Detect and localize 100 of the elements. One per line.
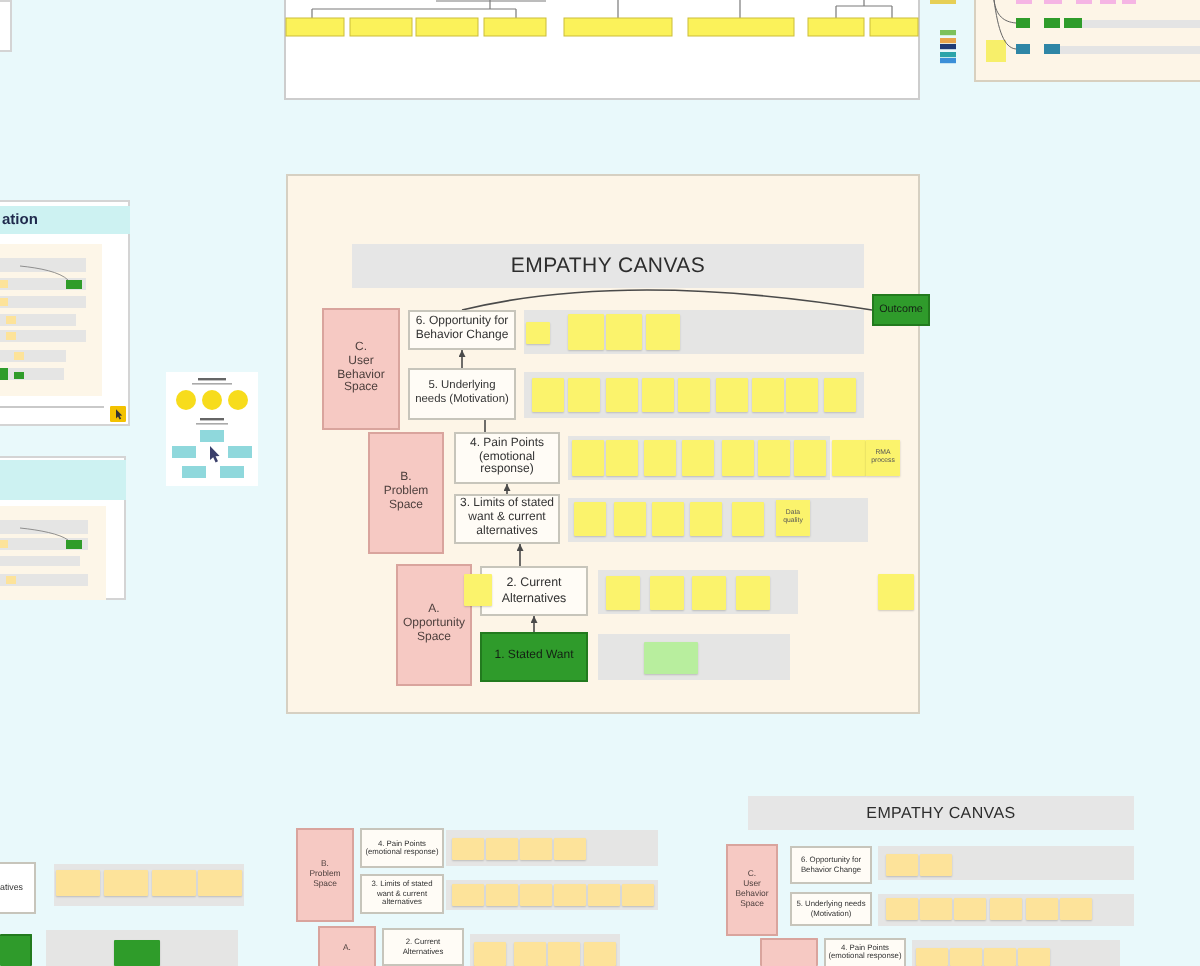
sticky-note (678, 378, 710, 412)
sticky-note (1060, 898, 1092, 920)
row-band (598, 634, 790, 680)
sticky-note (474, 942, 506, 966)
sticky-note (916, 948, 948, 966)
section-box (760, 938, 818, 966)
sticky-note (520, 838, 552, 860)
sticky-note (114, 940, 160, 966)
row-band (568, 436, 830, 480)
sticky-note (920, 898, 952, 920)
sticky-note (584, 942, 616, 966)
arrow (503, 483, 511, 495)
row-band (446, 830, 658, 866)
title-band (352, 244, 864, 288)
row-band (524, 310, 864, 354)
step-box (790, 846, 872, 884)
sticky-note (532, 378, 564, 412)
step-box (408, 368, 516, 420)
sticky-note (548, 942, 580, 966)
sticky-note (622, 884, 654, 906)
section-box (318, 926, 376, 966)
arrow (516, 543, 524, 567)
sticky-note (588, 884, 620, 906)
sticky-note (920, 854, 952, 876)
sticky-note (990, 898, 1022, 920)
sticky-note (866, 440, 900, 476)
highlight-box (0, 934, 32, 966)
arrow (458, 349, 466, 369)
sticky-note (776, 500, 810, 536)
row-band (878, 846, 1134, 880)
sticky-note (652, 502, 684, 536)
sticky-note (464, 574, 492, 606)
sticky-note (1026, 898, 1058, 920)
step-box (454, 432, 560, 484)
step-box (480, 566, 588, 616)
sticky-note (614, 502, 646, 536)
sticky-note (786, 378, 818, 412)
row-band (46, 930, 238, 966)
sticky-note (452, 884, 484, 906)
sticky-note (732, 502, 764, 536)
step-box (360, 874, 444, 914)
section-box (296, 828, 354, 922)
canvas-title: EMPATHY CANVAS (510, 253, 706, 279)
frame-header (0, 206, 130, 234)
step-box (0, 862, 36, 914)
row-band (524, 372, 864, 418)
sticky-note (650, 576, 684, 610)
sticky-note (984, 948, 1016, 966)
sticky-note (526, 322, 550, 344)
sticky-note (886, 854, 918, 876)
sticky-note (692, 576, 726, 610)
sticky-note (716, 378, 748, 412)
sticky-note (486, 838, 518, 860)
sticky-note (554, 884, 586, 906)
sticky-note (832, 440, 866, 476)
sticky-note (646, 314, 680, 350)
sticky-note (690, 502, 722, 536)
sticky-note (824, 378, 856, 412)
sticky-note (606, 440, 638, 476)
row-band (912, 940, 1120, 966)
sticky-note (514, 942, 546, 966)
sticky-note (554, 838, 586, 860)
section-box (726, 844, 778, 936)
row-band (568, 498, 868, 542)
sticky-note (642, 378, 674, 412)
sticky-note (486, 884, 518, 906)
sticky-note (736, 576, 770, 610)
sticky-note (568, 378, 600, 412)
sticky-note (950, 948, 982, 966)
sticky-note (606, 576, 640, 610)
row-band (878, 894, 1134, 926)
highlight-box (872, 294, 930, 326)
sticky-note (56, 870, 100, 896)
sticky-note (568, 314, 604, 350)
sticky-note (452, 838, 484, 860)
connector-line (484, 419, 486, 433)
step-box (790, 892, 872, 926)
sticky-note (574, 502, 606, 536)
sticky-note (644, 642, 698, 674)
sticky-note (572, 440, 604, 476)
row-band (598, 570, 798, 614)
arrow (530, 615, 538, 633)
step-box (360, 828, 444, 868)
sticky-note (104, 870, 148, 896)
sticky-note (758, 440, 790, 476)
sticky-note (198, 870, 242, 896)
highlight-box (480, 632, 588, 682)
sticky-note (682, 440, 714, 476)
sticky-note (752, 378, 784, 412)
connector-line (461, 289, 873, 311)
row-band (446, 880, 658, 910)
row-band (470, 934, 620, 966)
sticky-note (152, 870, 196, 896)
sticky-note (794, 440, 826, 476)
section-box (322, 308, 400, 430)
sticky-note (954, 898, 986, 920)
section-box (396, 564, 472, 686)
sticky-note (886, 898, 918, 920)
canvas-title: EMPATHY CANVAS (866, 803, 1016, 823)
sticky-note (1018, 948, 1050, 966)
